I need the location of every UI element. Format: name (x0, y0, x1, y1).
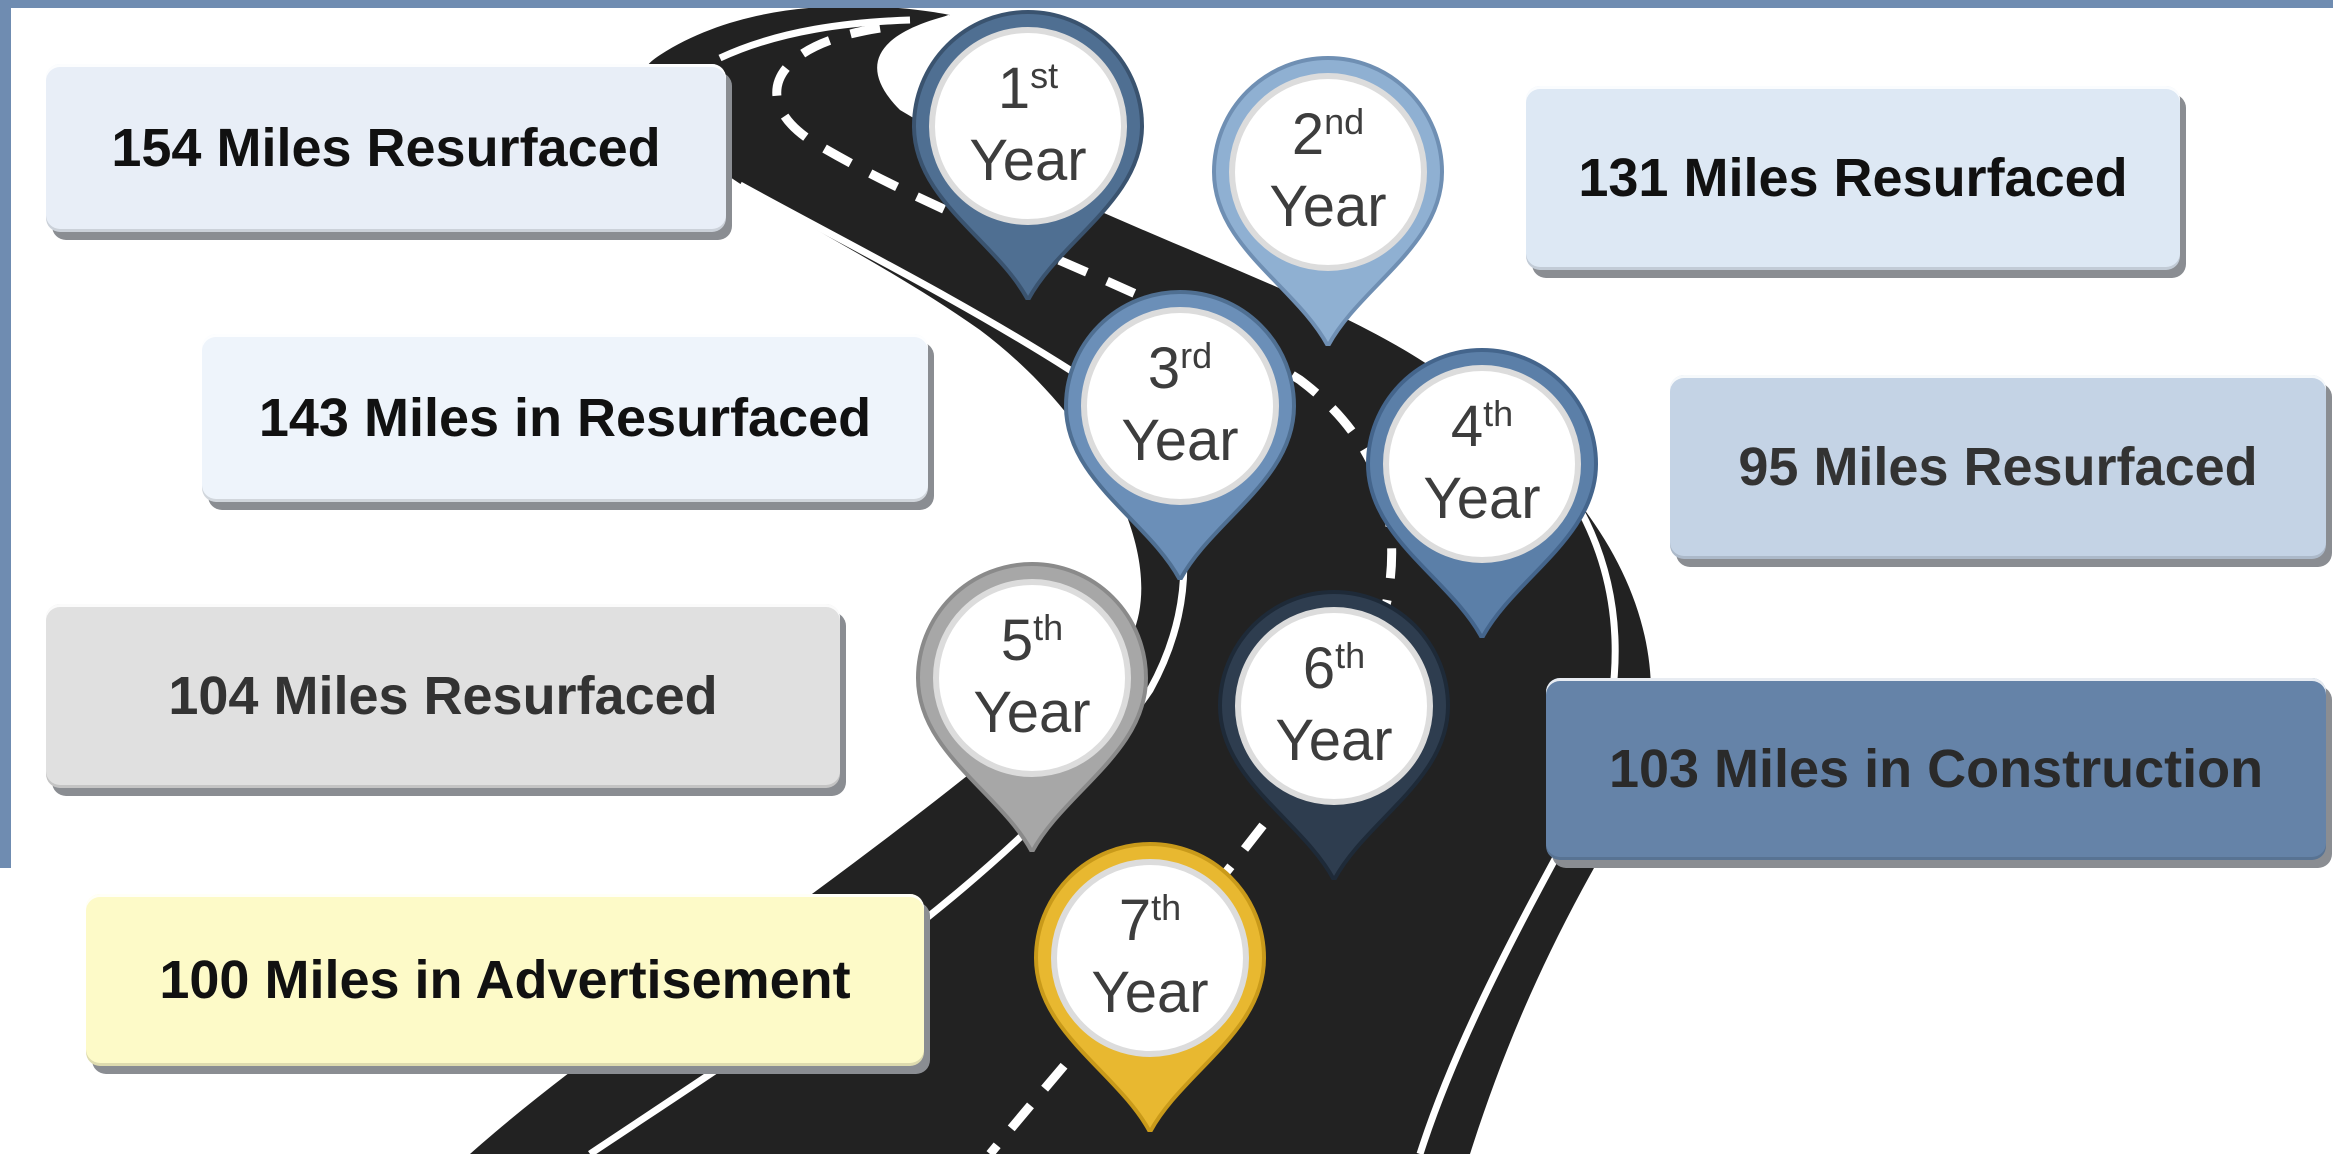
year-7-pin: 7th Year (1028, 842, 1272, 1132)
year-5-pin: 5th Year (910, 562, 1154, 852)
road-surface (470, 6, 1652, 1154)
year-1-pin: 1st Year (906, 10, 1150, 300)
map-pin-icon (1211, 56, 1445, 346)
year-5-summary-box: 104 Miles Resurfaced (46, 604, 840, 788)
top-frame-bar (0, 0, 2333, 8)
year-2-summary-box: 131 Miles Resurfaced (1526, 86, 2180, 270)
year-2-pin: 2nd Year (1206, 56, 1450, 346)
year-4-pin: 4th Year (1360, 348, 1604, 638)
year-6-summary-box: 103 Miles in Construction (1546, 678, 2326, 860)
map-pin-icon (1033, 842, 1267, 1132)
map-pin-icon (1217, 590, 1451, 880)
year-6-pin: 6th Year (1212, 590, 1456, 880)
map-pin-icon (1365, 348, 1599, 638)
road-center-line (772, 23, 1397, 1154)
map-pin-icon (1063, 290, 1297, 580)
year-4-summary-box: 95 Miles Resurfaced (1670, 375, 2326, 559)
map-pin-icon (911, 10, 1145, 300)
year-7-summary-box: 100 Miles in Advertisement (86, 894, 924, 1066)
left-frame-bar (0, 0, 11, 868)
year-3-pin: 3rd Year (1058, 290, 1302, 580)
map-pin-icon (915, 562, 1149, 852)
year-1-summary-box: 154 Miles Resurfaced (46, 64, 726, 232)
year-3-summary-box: 143 Miles in Resurfaced (202, 334, 928, 502)
